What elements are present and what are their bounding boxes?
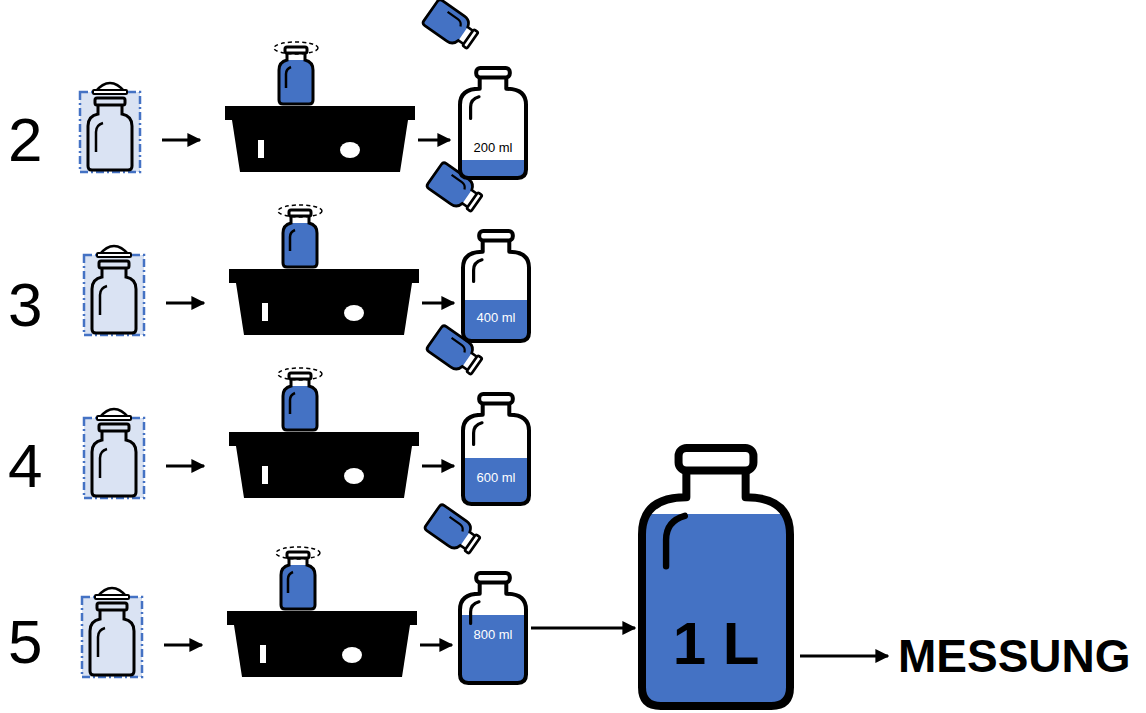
volume-label: 200 ml xyxy=(458,141,528,155)
process-row xyxy=(84,324,485,498)
process-row xyxy=(84,161,485,335)
flow-arrow xyxy=(531,627,635,630)
bottle: 200 ml xyxy=(458,66,528,180)
flow-arrow xyxy=(800,655,888,658)
bottle: 1 L xyxy=(638,444,794,710)
bottle: 400 ml xyxy=(461,229,531,343)
bottle-outline xyxy=(458,66,528,180)
bottle: 800 ml xyxy=(458,571,528,685)
process-row xyxy=(80,0,481,172)
volume-label: 1 L xyxy=(638,611,794,677)
step-number: 2 xyxy=(8,106,42,174)
volume-label: 400 ml xyxy=(461,311,531,325)
step-number: 4 xyxy=(8,432,42,500)
bottle: 600 ml xyxy=(461,392,531,506)
volume-label: 800 ml xyxy=(458,628,528,642)
bottle-outline xyxy=(461,229,531,343)
step-number: 5 xyxy=(8,608,42,676)
volume-label: 600 ml xyxy=(461,471,531,485)
process-row xyxy=(82,503,483,677)
result-label: MESSUNG xyxy=(898,631,1131,682)
bottle-outline xyxy=(461,392,531,506)
step-number: 3 xyxy=(8,271,42,339)
